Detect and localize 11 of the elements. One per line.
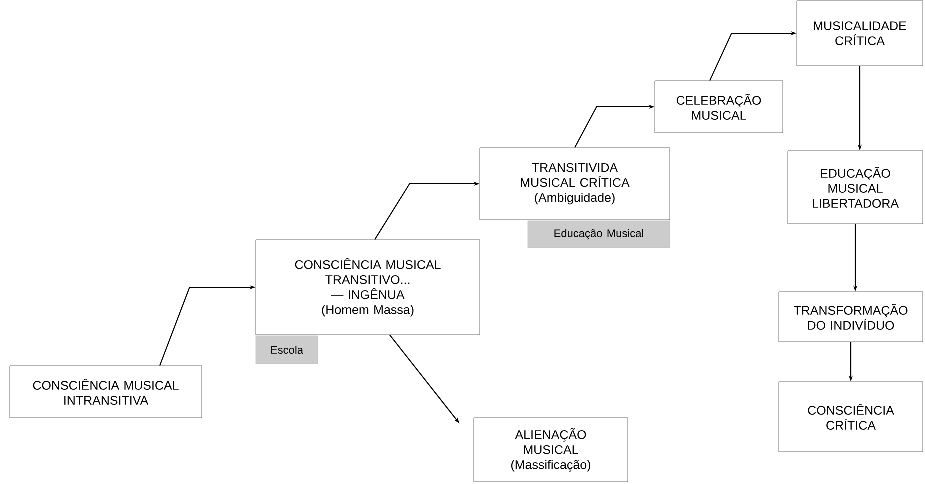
process-box: CONSCIÊNCIA CRÍTICA	[778, 382, 924, 452]
process-box: CONSCIÊNCIA MUSICAL INTRANSITIVA	[10, 366, 202, 418]
process-box: ALIENAÇÃO MUSICAL (Massificação)	[474, 418, 628, 482]
process-box: MUSICALIDADE CRÍTICA	[796, 0, 924, 66]
process-box: CELEBRAÇÃO MUSICAL	[654, 80, 784, 134]
process-box: EDUCAÇÃO MUSICAL LIBERTADORA	[788, 150, 924, 224]
process-box: TRANSITIVIDA MUSICAL CRÍTICA (Ambiguidade)	[480, 148, 670, 220]
tag-label: Escola	[256, 336, 318, 364]
process-box: TRANSFORMAÇÃO DO INDIVÍDUO	[778, 292, 924, 342]
process-box: CONSCIÊNCIA MUSICAL TRANSITIVO... — INGÊNUA (Homem Massa)	[256, 240, 480, 336]
tag-label: Educação Musical	[528, 220, 670, 248]
